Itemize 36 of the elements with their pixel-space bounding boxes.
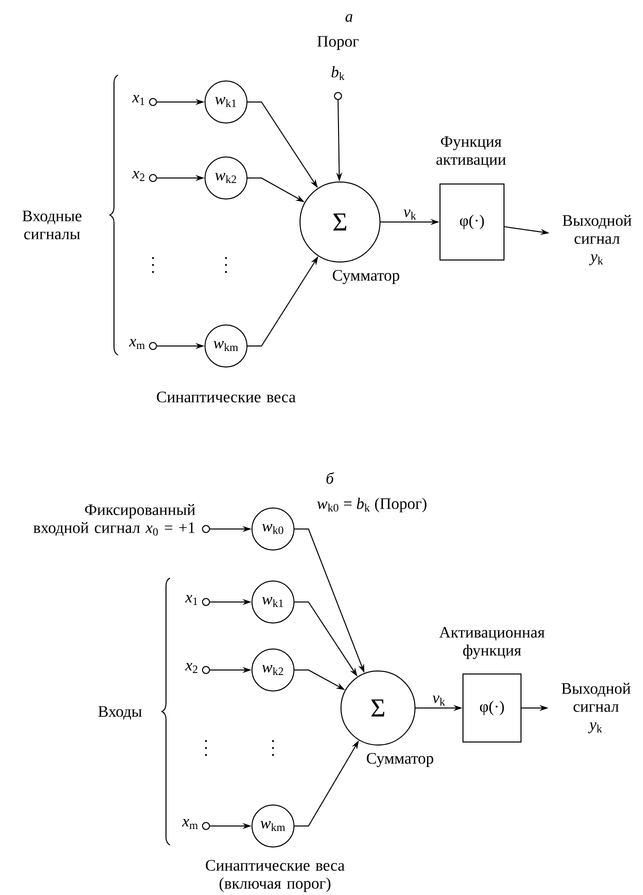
- summing-junction: Σ: [340, 670, 416, 746]
- text-label: Синаптические веса: [156, 392, 296, 402]
- edge-label: v$_{k}$: [402, 208, 418, 220]
- text-label: w$_{k0}$ = b$_{k}$ (Порог): [317, 498, 426, 512]
- node-caption: Сумматор: [366, 752, 434, 768]
- text-label: Синаптические веса (включая порог): [206, 860, 345, 892]
- activation-box: φ(·): [462, 674, 522, 742]
- text-label: а: [345, 14, 352, 22]
- node-caption: x$_{1}$: [185, 595, 198, 605]
- node-caption: x$_{1}$: [132, 95, 144, 105]
- node-caption: Сумматор: [332, 270, 400, 284]
- node-caption: b$_{k}$: [332, 66, 345, 80]
- node-caption: Активационная функция: [439, 627, 545, 659]
- summing-junction: Σ: [300, 182, 380, 262]
- input-terminal: [202, 822, 210, 830]
- text-label: б: [326, 472, 334, 484]
- input-terminal: [202, 598, 210, 606]
- input-terminal: [149, 174, 157, 182]
- node-caption: x$_{m}$: [129, 339, 145, 349]
- input-terminal: [149, 98, 157, 106]
- text-label: Входы: [98, 706, 142, 720]
- input-terminal: [202, 666, 210, 674]
- output-label: Выходной сигнал y$_{k}$: [562, 214, 632, 266]
- node-caption: x$_{m}$: [182, 819, 198, 829]
- text-label: Входные сигналы: [22, 210, 82, 240]
- node-caption: Функция активации: [436, 136, 506, 168]
- node-caption: Фиксированный входной сигнал x$_{0}$ = +1: [33, 504, 196, 536]
- node-caption: x$_{2}$: [185, 663, 198, 673]
- node-caption: x$_{2}$: [132, 171, 144, 181]
- edge-label: v$_{k}$: [431, 694, 447, 706]
- input-terminal: [149, 342, 157, 350]
- output-label: Выходной сигнал y$_{k}$: [562, 682, 630, 734]
- input-terminal: [334, 92, 342, 100]
- node-caption: Порог: [317, 36, 359, 50]
- input-terminal: [202, 525, 210, 533]
- activation-box: φ(·): [440, 184, 504, 260]
